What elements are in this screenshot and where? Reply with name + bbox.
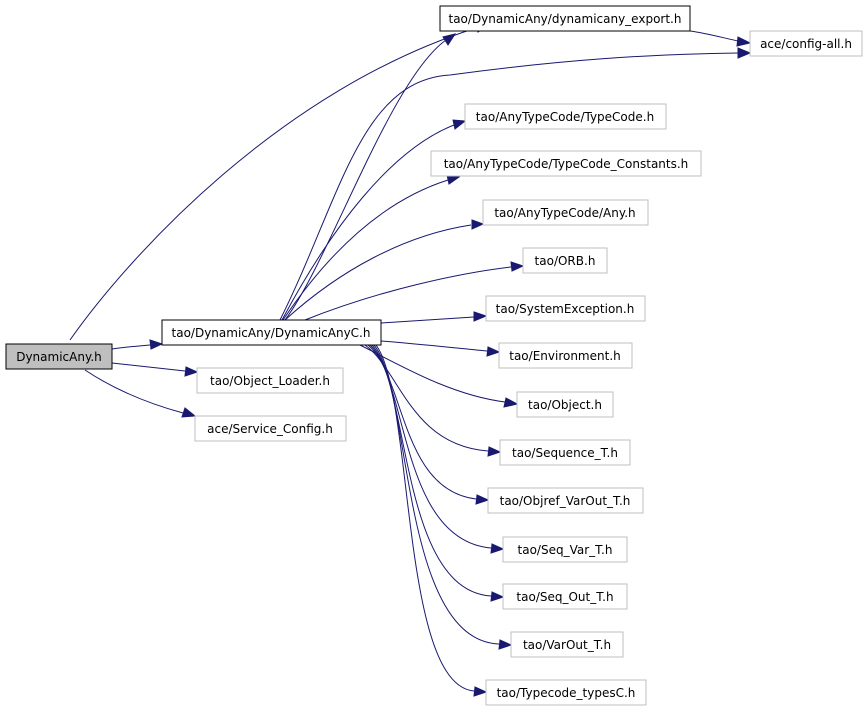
node-orb-label: tao/ORB.h [535, 254, 596, 268]
node-sequence-t[interactable]: tao/Sequence_T.h [499, 439, 631, 466]
node-any-label: tao/AnyTypeCode/Any.h [494, 206, 635, 220]
arrow-icon [503, 397, 519, 408]
nodes: DynamicAny.h tao/DynamicAny/DynamicAnyC.… [5, 5, 863, 706]
arrow-icon [471, 219, 485, 230]
node-config-all-box [749, 30, 863, 57]
node-dynamicanyc[interactable]: tao/DynamicAny/DynamicAnyC.h [161, 319, 382, 346]
node-typecode-typesc-label: tao/Typecode_typesC.h [497, 686, 636, 700]
node-dynamicany-export[interactable]: tao/DynamicAny/dynamicany_export.h [439, 5, 691, 32]
node-config-all-label: ace/config-all.h [760, 37, 852, 51]
node-environment-box [498, 342, 633, 369]
node-typecode-typesc[interactable]: tao/Typecode_typesC.h [485, 679, 647, 706]
arrow-icon [490, 543, 505, 554]
node-service-config-box [194, 415, 347, 442]
arrow-icon [486, 346, 501, 357]
node-sequence-t-box [499, 439, 631, 466]
node-root-label: DynamicAny.h [16, 350, 102, 364]
node-typecode-typesc-box [485, 679, 647, 706]
arrow-icon [510, 261, 525, 272]
node-object[interactable]: tao/Object.h [516, 391, 614, 418]
node-varout-t-box [510, 631, 624, 658]
edge-root-to-object-loader [111, 362, 186, 372]
node-seq-var-t-box [502, 536, 628, 563]
edge-dynamicanyc-to-typecode [281, 124, 455, 321]
node-dynamicanyc-box [161, 319, 382, 346]
node-environment[interactable]: tao/Environment.h [498, 342, 633, 369]
node-varout-t-label: tao/VarOut_T.h [523, 638, 611, 652]
edge-dynamicanyc-to-any [284, 224, 472, 321]
node-typecode-box [464, 103, 667, 130]
node-environment-label: tao/Environment.h [509, 349, 621, 363]
arrow-icon [184, 366, 199, 377]
arrow-icon [473, 686, 488, 697]
edge-dynamicanyc-to-export [284, 39, 447, 321]
node-service-config[interactable]: ace/Service_Config.h [194, 415, 347, 442]
edge-dynamicanyc-to-sequence-t [364, 344, 489, 452]
node-any[interactable]: tao/AnyTypeCode/Any.h [482, 199, 649, 226]
node-config-all[interactable]: ace/config-all.h [749, 30, 863, 57]
arrow-icon [473, 311, 488, 322]
node-typecode[interactable]: tao/AnyTypeCode/TypeCode.h [464, 103, 667, 130]
node-objref-varout-t-box [487, 487, 644, 514]
arrow-icon [452, 119, 467, 130]
edge-dynamicanyc-to-config-all [279, 52, 739, 321]
node-object-box [516, 391, 614, 418]
node-any-box [482, 199, 649, 226]
node-system-exception-label: tao/SystemException.h [496, 302, 635, 316]
node-root[interactable]: DynamicAny.h [5, 343, 113, 370]
edge-dynamicanyc-to-seq-var-t [369, 344, 492, 549]
arrow-icon [181, 407, 197, 418]
node-typecode-constants-box [430, 150, 702, 177]
node-object-loader-label: tao/Object_Loader.h [210, 374, 330, 388]
edge-dynamicanyc-to-orb [304, 266, 512, 321]
arrow-icon [490, 591, 505, 602]
node-seq-var-t-label: tao/Seq_Var_T.h [518, 543, 613, 557]
node-seq-out-t[interactable]: tao/Seq_Out_T.h [502, 583, 628, 610]
node-system-exception-box [485, 295, 646, 322]
node-typecode-constants-label: tao/AnyTypeCode/TypeCode_Constants.h [444, 157, 689, 171]
node-object-label: tao/Object.h [528, 398, 602, 412]
edge-dynamicanyc-to-system-exception [380, 316, 475, 324]
edge-root-to-dynamicany-export [69, 27, 477, 341]
edge-root-to-service-config [84, 369, 184, 414]
node-varout-t[interactable]: tao/VarOut_T.h [510, 631, 624, 658]
node-object-loader[interactable]: tao/Object_Loader.h [196, 367, 344, 394]
node-seq-out-t-label: tao/Seq_Out_T.h [516, 590, 613, 604]
node-typecode-label: tao/AnyTypeCode/TypeCode.h [476, 110, 654, 124]
edge-dynamicanyc-to-environment [380, 340, 488, 352]
node-dynamicany-export-label: tao/DynamicAny/dynamicany_export.h [449, 12, 682, 26]
node-dynamicanyc-label: tao/DynamicAny/DynamicAnyC.h [172, 326, 371, 340]
node-orb-box [522, 247, 608, 274]
node-typecode-constants[interactable]: tao/AnyTypeCode/TypeCode_Constants.h [430, 150, 702, 177]
edge-dynamicanyc-to-seq-out-t [371, 344, 492, 597]
edge-export-to-config-all [689, 30, 739, 42]
node-seq-var-t[interactable]: tao/Seq_Var_T.h [502, 536, 628, 563]
arrow-icon [736, 36, 752, 47]
edge-dynamicanyc-to-object [359, 344, 506, 403]
arrow-icon [149, 339, 164, 350]
arrow-icon [737, 47, 752, 59]
node-seq-out-t-box [502, 583, 628, 610]
node-sequence-t-label: tao/Sequence_T.h [512, 446, 618, 460]
node-dynamicany-export-box [439, 5, 691, 32]
node-orb[interactable]: tao/ORB.h [522, 247, 608, 274]
edge-dynamicanyc-to-varout-t [373, 344, 500, 645]
edge-dynamicanyc-to-typecode-constants [282, 179, 449, 321]
edge-dynamicanyc-to-typecode-typesc [375, 344, 475, 692]
node-system-exception[interactable]: tao/SystemException.h [485, 295, 646, 322]
node-service-config-label: ace/Service_Config.h [207, 422, 333, 436]
node-objref-varout-t[interactable]: tao/Objref_VarOut_T.h [487, 487, 644, 514]
arrow-icon [498, 639, 513, 650]
node-objref-varout-t-label: tao/Objref_VarOut_T.h [500, 494, 631, 508]
node-object-loader-box [196, 367, 344, 394]
arrow-icon [442, 33, 457, 46]
node-root-box [5, 343, 113, 370]
arrow-icon [475, 494, 490, 505]
edge-root-to-dynamicanyc [111, 344, 151, 350]
arrow-icon [487, 446, 502, 457]
